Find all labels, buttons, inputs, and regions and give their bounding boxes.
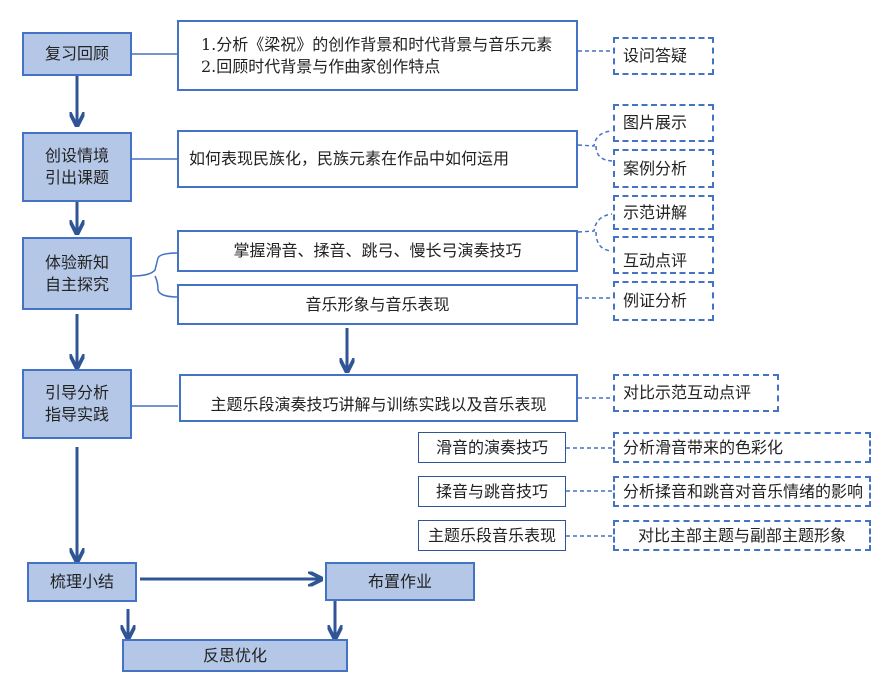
method-review-text: 设问答疑 bbox=[623, 46, 688, 65]
stage-context: 创设情境 引出课题 bbox=[22, 132, 132, 202]
sub-item-1: 滑音的演奏技巧 bbox=[418, 432, 566, 463]
stage-homework-label: 布置作业 bbox=[367, 571, 432, 591]
method-guide: 对比示范互动点评 bbox=[613, 374, 779, 412]
method-review: 设问答疑 bbox=[613, 37, 714, 75]
stage-reflect: 反思优化 bbox=[122, 639, 348, 672]
sub-item-1-method: 分析滑音带来的色彩化 bbox=[613, 432, 871, 463]
sub-item-1-label: 滑音的演奏技巧 bbox=[435, 437, 548, 457]
sub-item-2: 揉音与跳音技巧 bbox=[418, 476, 566, 507]
method-skills-1-text: 示范讲解 bbox=[623, 202, 688, 222]
brace-explore bbox=[131, 252, 179, 298]
sub-item-3-method: 对比主部主题与副部主题形象 bbox=[613, 520, 871, 551]
stage-guide-label: 引导分析 指导实践 bbox=[44, 383, 109, 424]
sub-item-1-method-text: 分析滑音带来的色彩化 bbox=[623, 437, 784, 457]
stage-homework: 布置作业 bbox=[325, 562, 475, 601]
content-context: 如何表现民族化，民族元素在作品中如何运用 bbox=[177, 130, 578, 188]
stage-summary: 梳理小结 bbox=[27, 562, 137, 602]
stage-summary-label: 梳理小结 bbox=[49, 572, 114, 591]
content-explore-skills: 掌握滑音、揉音、跳弓、慢长弓演奏技巧 bbox=[177, 230, 578, 272]
sub-item-2-method: 分析揉音和跳音对音乐情绪的影响 bbox=[613, 476, 871, 507]
method-skills-2-text: 互动点评 bbox=[623, 251, 688, 270]
method-context-2-text: 案例分析 bbox=[623, 158, 688, 178]
content-explore-image: 音乐形象与音乐表现 bbox=[177, 284, 578, 325]
stage-explore-label: 体验新知 自主探究 bbox=[44, 252, 109, 294]
method-context-1-text: 图片展示 bbox=[623, 113, 688, 132]
content-guide: 主题乐段演奏技巧讲解与训练实践以及音乐表现 bbox=[179, 374, 578, 422]
content-explore-image-text: 音乐形象与音乐表现 bbox=[305, 294, 450, 314]
stage-review: 复习回顾 bbox=[22, 32, 132, 76]
method-context-1: 图片展示 bbox=[613, 104, 714, 142]
content-guide-text: 主题乐段演奏技巧讲解与训练实践以及音乐表现 bbox=[210, 395, 547, 414]
method-context-2: 案例分析 bbox=[613, 149, 714, 188]
content-context-text: 如何表现民族化，民族元素在作品中如何运用 bbox=[189, 149, 510, 168]
stage-review-label: 复习回顾 bbox=[44, 44, 109, 63]
method-skills-1: 示范讲解 bbox=[613, 195, 714, 230]
method-image: 例证分析 bbox=[613, 281, 714, 321]
method-guide-text: 对比示范互动点评 bbox=[623, 383, 752, 402]
sub-item-2-label: 揉音与跳音技巧 bbox=[435, 481, 548, 501]
sub-item-2-method-text: 分析揉音和跳音对音乐情绪的影响 bbox=[623, 481, 864, 501]
stage-guide: 引导分析 指导实践 bbox=[22, 369, 132, 439]
stage-context-label: 创设情境 引出课题 bbox=[44, 146, 109, 187]
sub-item-3: 主题乐段音乐表现 bbox=[418, 520, 566, 551]
method-image-text: 例证分析 bbox=[623, 291, 688, 310]
content-review: 1.分析《梁祝》的创作背景和时代背景与音乐元素 2.回顾时代背景与作曲家创作特点 bbox=[177, 20, 578, 91]
stage-explore: 体验新知 自主探究 bbox=[22, 237, 132, 310]
method-skills-2: 互动点评 bbox=[613, 236, 714, 274]
stage-reflect-label: 反思优化 bbox=[202, 645, 267, 665]
sub-item-3-method-text: 对比主部主题与副部主题形象 bbox=[637, 525, 846, 545]
sub-item-3-label: 主题乐段音乐表现 bbox=[427, 525, 556, 545]
dash-skills-methods bbox=[577, 213, 613, 252]
dash-context-methods bbox=[577, 130, 613, 162]
content-explore-skills-text: 掌握滑音、揉音、跳弓、慢长弓演奏技巧 bbox=[233, 241, 522, 260]
content-review-text: 1.分析《梁祝》的创作背景和时代背景与音乐元素 2.回顾时代背景与作曲家创作特点 bbox=[201, 34, 553, 76]
